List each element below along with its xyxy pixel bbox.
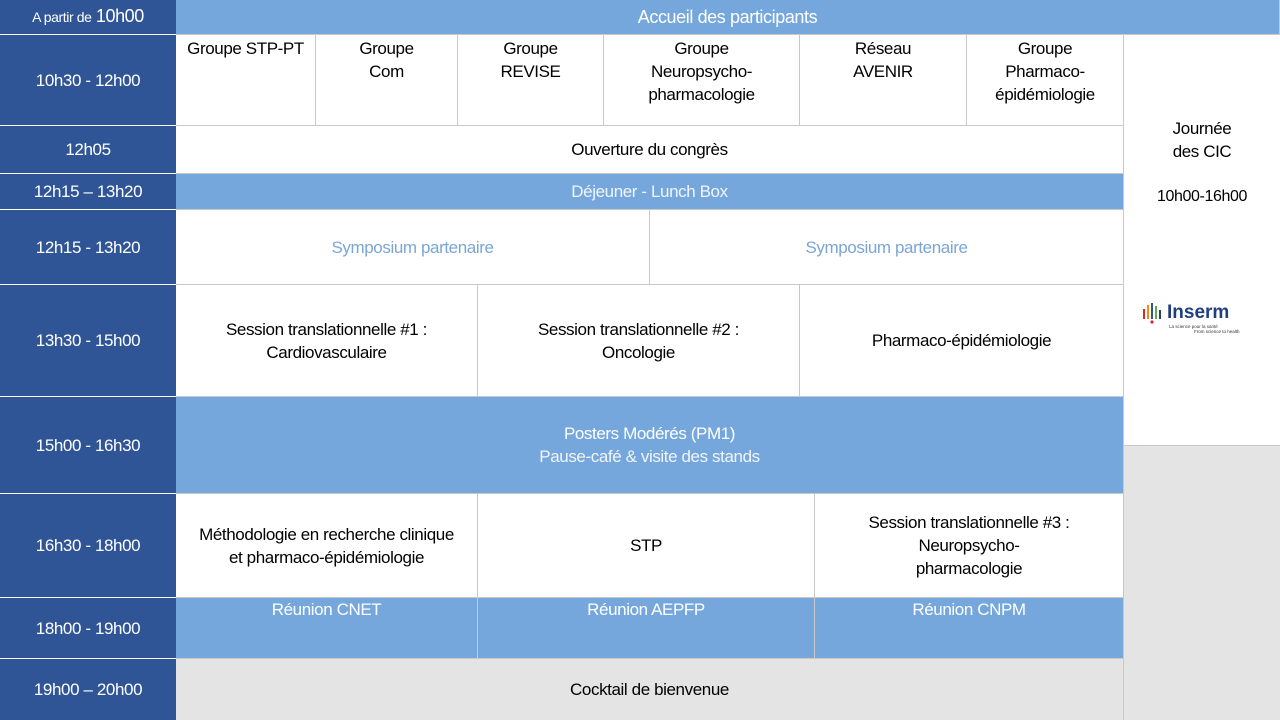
session-line: et pharmaco-épidémiologie [228, 547, 425, 567]
group-revise: Groupe REVISE [458, 35, 604, 126]
posters-title: Posters Modérés (PM1) [563, 424, 736, 443]
group-line: Groupe [1017, 39, 1073, 58]
time-label: 16h30 - 18h00 [35, 536, 141, 555]
time-19h00: 19h00 – 20h00 [0, 659, 176, 720]
group-com: Groupe Com [316, 35, 458, 126]
session-line: Oncologie [602, 342, 675, 362]
time-a-partir-10h00: A partir de 10h00 [0, 0, 176, 35]
time-label: 12h15 – 13h20 [33, 182, 143, 201]
time-18h00: 18h00 - 19h00 [0, 598, 176, 659]
journee-line: des CIC [1172, 142, 1232, 161]
time-label: 18h00 - 19h00 [35, 618, 141, 638]
group-line: AVENIR [853, 62, 913, 81]
group-line: Com [369, 62, 404, 81]
symposium-label: Symposium partenaire [331, 237, 494, 257]
inserm-logo: Inserm La science pour la santé From sci… [1142, 302, 1252, 346]
group-line: Groupe [674, 39, 729, 58]
group-line: Réseau [854, 39, 912, 58]
accueil-label: Accueil des participants [637, 6, 818, 27]
inserm-wordmark: Inserm [1167, 302, 1230, 323]
time-15h00: 15h00 - 16h30 [0, 397, 176, 494]
group-line: Pharmaco- [1005, 62, 1085, 81]
time-12h05: 12h05 [0, 126, 176, 174]
posters-band: Posters Modérés (PM1) Pause-café & visit… [176, 397, 1124, 494]
session-trans-3: Session translationnelle #3 : Neuropsych… [815, 494, 1124, 598]
reunion-cnpm: Réunion CNPM [815, 598, 1124, 659]
group-pharmaco-epi: Groupe Pharmaco- épidémiologie [967, 35, 1124, 126]
group-line: Groupe STP-PT [187, 39, 304, 58]
journee-hours: 10h00-16h00 [1157, 188, 1247, 205]
session-pharmaco-epi: Pharmaco-épidémiologie [800, 285, 1124, 397]
cocktail-bienvenue: Cocktail de bienvenue [176, 659, 1124, 720]
group-line: REVISE [500, 62, 561, 81]
group-neuropsycho: Groupe Neuropsycho- pharmacologie [604, 35, 800, 126]
session-line: Session translationnelle #1 : [225, 319, 428, 339]
reunion-aepfp: Réunion AEPFP [478, 598, 815, 659]
inserm-tagline: From science to health [1194, 329, 1240, 334]
group-line: Neuropsycho- [650, 62, 753, 81]
session-line: Session translationnelle #2 : [537, 319, 740, 339]
session-line: STP [630, 536, 662, 555]
group-line: épidémiologie [995, 85, 1095, 104]
time-label: 19h00 – 20h00 [33, 680, 143, 699]
symposium-label: Symposium partenaire [805, 237, 968, 257]
journee-line: Journée [1172, 119, 1232, 138]
time-label: 12h15 - 13h20 [35, 237, 141, 257]
time-10h30: 10h30 - 12h00 [0, 35, 176, 126]
meeting-label: Réunion CNPM [912, 600, 1026, 619]
session-line: Méthodologie en recherche clinique [199, 524, 454, 544]
event-label: Déjeuner - Lunch Box [571, 182, 728, 201]
event-label: Ouverture du congrès [571, 140, 728, 159]
time-main: 10h00 [95, 6, 144, 26]
symposium-right: Symposium partenaire [650, 210, 1124, 285]
ouverture-congres: Ouverture du congrès [176, 126, 1124, 174]
group-line: pharmacologie [648, 85, 755, 104]
methodologie-session: Méthodologie en recherche clinique et ph… [176, 494, 478, 598]
time-label: 15h00 - 16h30 [35, 435, 141, 455]
time-label: 10h30 - 12h00 [35, 70, 141, 90]
session-line: Pharmaco-épidémiologie [871, 331, 1052, 350]
group-line: Groupe [359, 39, 414, 58]
stp-session: STP [478, 494, 815, 598]
session-line: Neuropsycho- [918, 536, 1020, 555]
meeting-label: Réunion CNET [271, 600, 382, 619]
time-12h15-lunch: 12h15 – 13h20 [0, 174, 176, 210]
time-13h30: 13h30 - 15h00 [0, 285, 176, 397]
session-line: pharmacologie [915, 559, 1023, 578]
accueil-band: Accueil des participants [176, 0, 1280, 35]
symposium-left: Symposium partenaire [176, 210, 650, 285]
session-line: Cardiovasculaire [266, 342, 387, 362]
posters-subtitle: Pause-café & visite des stands [539, 447, 760, 466]
group-stp-pt: Groupe STP-PT [176, 35, 316, 126]
time-label: 13h30 - 15h00 [35, 331, 141, 350]
event-label: Cocktail de bienvenue [570, 680, 729, 699]
time-12h15-symposium: 12h15 - 13h20 [0, 210, 176, 285]
journee-cic-panel: Journée des CIC 10h00-16h00 [1124, 35, 1280, 446]
inserm-tagline: La science pour la santé [1169, 324, 1218, 329]
meeting-label: Réunion AEPFP [587, 600, 705, 619]
session-trans-2: Session translationnelle #2 : Oncologie [478, 285, 800, 397]
time-16h30: 16h30 - 18h00 [0, 494, 176, 598]
session-trans-1: Session translationnelle #1 : Cardiovasc… [176, 285, 478, 397]
reunion-cnet: Réunion CNET [176, 598, 478, 659]
side-empty-area [1124, 446, 1280, 720]
time-label: 12h05 [65, 140, 111, 159]
time-prefix: A partir de [32, 9, 92, 25]
group-line: Groupe [503, 39, 558, 58]
inserm-mark-icon [1143, 303, 1161, 324]
reseau-avenir: Réseau AVENIR [800, 35, 967, 126]
dejeuner-band: Déjeuner - Lunch Box [176, 174, 1124, 210]
session-line: Session translationnelle #3 : [868, 513, 1070, 532]
